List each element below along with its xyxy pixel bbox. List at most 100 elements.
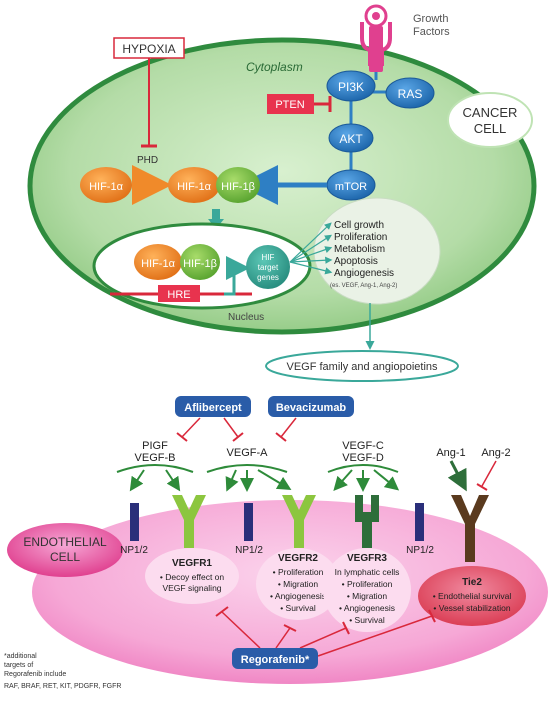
cancer-cell-label-bubble [447, 92, 533, 148]
vegfr2-item-3: • Angiogenesis [270, 591, 326, 601]
footnote-line-4: RAF, BRAF, RET, KIT, PDGFR, FGFR [4, 683, 121, 690]
vegfr3-item-4: • Survival [349, 615, 385, 625]
regorafenib-box [232, 648, 318, 669]
hif1a-label: HIF-1α [177, 181, 212, 193]
vegfr1-info: VEGFR1 • Decoy effect on VEGF signaling [145, 548, 239, 604]
vegf-b-label: VEGF-B [135, 452, 176, 464]
vegfr3-item-2: • Migration [347, 591, 388, 601]
effect-arrow [289, 256, 333, 264]
hif-target-genes-node [246, 245, 290, 289]
hif1a-node [168, 167, 220, 203]
effect-label: Metabolism [334, 244, 385, 255]
phd-label: PHD [137, 155, 158, 166]
hif1a-label-left: HIF-1α [89, 181, 124, 193]
cancer-cell-label-line1: CANCER [463, 105, 518, 120]
footnote-line-2: targets of [4, 662, 33, 669]
vegfr2-item-4: • Survival [280, 603, 316, 613]
vegfr1-receptor [172, 495, 206, 548]
effect-arrow [289, 234, 333, 263]
np12-receptor-2 [244, 503, 253, 541]
vegfr2-bubble [256, 548, 340, 620]
nucleus-hif1b-label: HIF-1β [183, 258, 217, 270]
pi3k-label: PI3K [338, 80, 364, 94]
vegfr1-item-1: • Decoy effect on [160, 572, 225, 582]
vegf-d-label: VEGF-D [342, 452, 384, 464]
ras-label: RAS [398, 87, 423, 101]
effect-arrow [289, 222, 332, 263]
vegfr1-item-2: VEGF signaling [162, 583, 221, 593]
ang2-label: Ang-2 [481, 447, 510, 459]
vegfr3-item-3: • Angiogenesis [339, 603, 395, 613]
tie2-receptor [451, 495, 489, 562]
nucleus-hif1a-label: HIF-1α [141, 258, 176, 270]
aflibercept-label: Aflibercept [184, 402, 242, 414]
hif-target-label-line2: target [258, 263, 279, 272]
pten-label: PTEN [275, 99, 304, 111]
vegfr2-label: VEGFR2 [278, 553, 318, 564]
regorafenib-label: Regorafenib* [241, 654, 310, 666]
np12-label-1: NP1/2 [120, 545, 148, 556]
pi3k-node [326, 70, 376, 102]
effect-arrow [289, 261, 333, 275]
effects-bubble: Cell growthProliferationMetabolismApopto… [289, 197, 441, 305]
vegfr2-item-1: • Proliferation [273, 567, 324, 577]
bevacizumab-label: Bevacizumab [276, 402, 347, 414]
endothelial-label-line1: ENDOTHELIAL [23, 535, 107, 549]
vegf-c-label: VEGF-C [342, 440, 384, 452]
vegf-a-label: VEGF-A [227, 447, 269, 459]
receptors: NP1/2 NP1/2 NP1/2 [120, 495, 489, 562]
hre-label: HRE [167, 289, 190, 301]
growth-factors-label-line1: Growth [413, 13, 448, 25]
np12-receptor-3 [415, 503, 424, 541]
footnote-line-3: Regorafenib include [4, 671, 66, 678]
hre-box [158, 285, 200, 302]
effects-note: (es. VEGF, Ang-1, Ang-2) [330, 283, 397, 289]
ligands: PIGF VEGF-B VEGF-A VEGF-C VEGF-D Ang-1 A… [116, 440, 511, 492]
regorafenib: Regorafenib* [215, 606, 436, 669]
vegfr2-receptor [282, 495, 316, 548]
hif1a-node-left [80, 167, 132, 203]
tie2-item-1: • Endothelial survival [433, 591, 512, 601]
pi3k-pathway: PI3K RAS PTEN AKT mTOR [238, 70, 435, 205]
endothelial-label-line2: CELL [50, 550, 80, 564]
growth-factor-receptor: Growth Factors [360, 4, 450, 72]
hre-to-genes-arrow [224, 256, 250, 296]
nucleus-label: Nucleus [228, 312, 264, 323]
effect-label: Angiogenesis [334, 268, 394, 279]
akt-label: AKT [339, 132, 363, 146]
effect-arrow [289, 246, 333, 263]
vegfr3-item-1: • Proliferation [342, 579, 393, 589]
vegfr3-label: VEGFR3 [347, 553, 387, 564]
hif1b-node [216, 167, 260, 203]
tie2-info: Tie2 • Endothelial survival • Vessel sta… [418, 566, 526, 626]
effect-label: Proliferation [334, 232, 387, 243]
drugs: Aflibercept Bevacizumab [175, 396, 354, 442]
vegf-family-label: VEGF family and angiopoietins [286, 361, 438, 373]
effects-bubble-shape [313, 197, 441, 305]
vegfr3-receptor [355, 495, 379, 548]
np12-label-2: NP1/2 [235, 545, 263, 556]
growth-factors-label-line2: Factors [413, 26, 450, 38]
vegfr3-bubble [323, 548, 411, 632]
np12-receptor-1 [130, 503, 139, 541]
hif1b-label: HIF-1β [221, 181, 255, 193]
vegfr2-info: VEGFR2 • Proliferation • Migration • Ang… [256, 548, 340, 620]
vegfr1-label: VEGFR1 [172, 558, 212, 569]
cancer-cell-label-line2: CELL [474, 121, 507, 136]
ang1-label: Ang-1 [436, 447, 465, 459]
aflibercept-box [175, 396, 251, 417]
pigf-label: PIGF [142, 440, 168, 452]
vegfr2-item-2: • Migration [278, 579, 319, 589]
hypoxia-label: HYPOXIA [122, 42, 175, 56]
bevacizumab-box [268, 396, 354, 417]
cytoplasm-label: Cytoplasm [246, 60, 303, 74]
tie2-label: Tie2 [462, 577, 482, 588]
vegfr3-header: In lymphatic cells [335, 567, 400, 577]
nucleus-hif1b-node [180, 244, 220, 280]
ras-node [385, 77, 435, 109]
mtor-label: mTOR [335, 181, 367, 193]
effect-label: Apoptosis [334, 256, 378, 267]
tie2-bubble [418, 566, 526, 626]
footnote: *additional targets of Regorafenib inclu… [4, 653, 121, 690]
